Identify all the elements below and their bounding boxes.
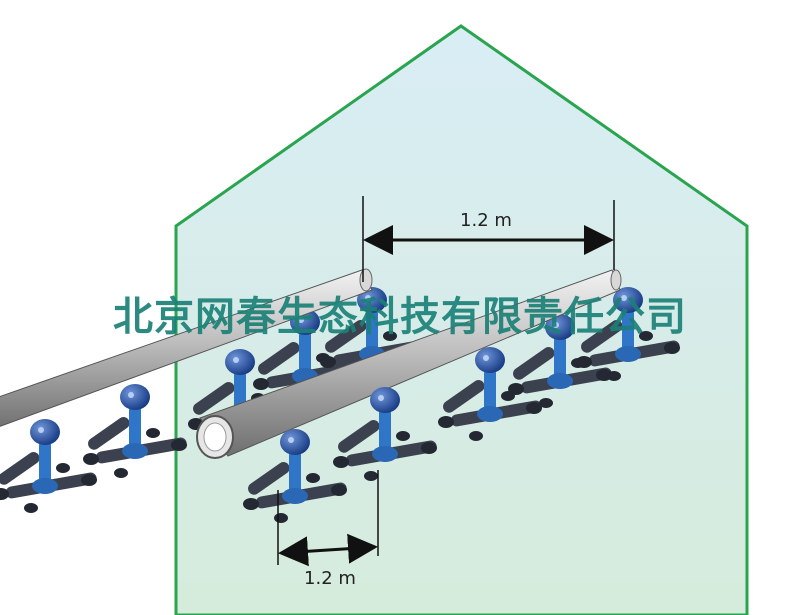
pipes [0, 268, 622, 459]
pipe-left [0, 269, 373, 427]
company-watermark: 北京网春生态科技有限责任公司 [113, 294, 687, 340]
bottom-dimension-label: 1.2 m [304, 568, 356, 589]
bottom-dimension: 1.2 m [277, 470, 379, 589]
sprinkler-unit [0, 419, 98, 513]
sprinkler-unit [83, 384, 188, 478]
top-dimension-label: 1.2 m [460, 210, 512, 231]
greenhouse-outline [174, 24, 749, 615]
top-dimension: 1.2 m [362, 196, 615, 282]
